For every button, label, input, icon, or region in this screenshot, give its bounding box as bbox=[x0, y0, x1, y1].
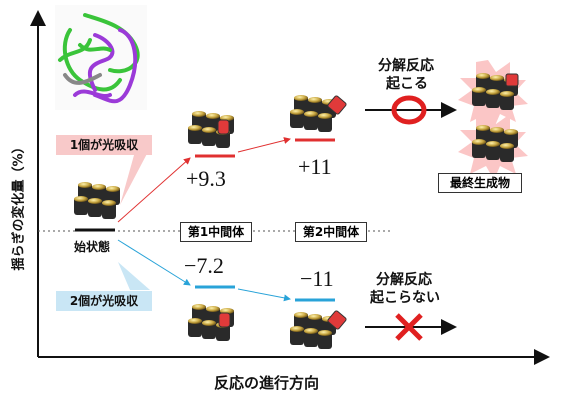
arrow-initial-to-int1-upper bbox=[117, 157, 191, 223]
protein-structure-image bbox=[55, 5, 147, 110]
label-initial-state: 始状態 bbox=[74, 240, 111, 254]
label-final-product: 最終生成物 bbox=[438, 173, 522, 193]
arrow-initial-to-int1-lower bbox=[117, 239, 191, 286]
lower-outcome-line2: 起こらない bbox=[370, 290, 440, 306]
callout-wedge-1photon bbox=[120, 148, 150, 205]
y-axis-label: 揺らぎの変化量（%） bbox=[11, 140, 27, 271]
cluster-int2-lower bbox=[290, 312, 336, 349]
label-intermediate2: 第2中間体 bbox=[295, 222, 367, 242]
upper-outcome-line2: 起こる bbox=[386, 76, 428, 92]
value-int1-upper: +9.3 bbox=[186, 166, 226, 191]
value-int2-upper: +11 bbox=[298, 154, 332, 179]
x-axis-label: 反応の進行方向 bbox=[214, 374, 320, 392]
arrow-int1-to-int2-upper bbox=[237, 137, 291, 153]
label-1photon: 1個が光吸収 bbox=[56, 135, 152, 155]
flipped-unit-int2-upper bbox=[327, 95, 347, 115]
label-intermediate1: 第1中間体 bbox=[180, 222, 252, 242]
cross-icon bbox=[395, 313, 423, 341]
cluster-int2-upper bbox=[290, 95, 336, 132]
value-int2-lower: −11 bbox=[300, 266, 334, 291]
flipped-unit-int1-lower bbox=[218, 312, 231, 328]
upper-outcome-line1: 分解反応 bbox=[378, 58, 434, 74]
cluster-final-lower bbox=[472, 125, 518, 162]
flipped-unit-final bbox=[505, 73, 519, 87]
flipped-unit-int1-upper bbox=[217, 119, 230, 135]
circle-icon bbox=[391, 95, 427, 125]
value-int1-lower: −7.2 bbox=[184, 253, 224, 278]
flipped-unit-int2-lower bbox=[327, 310, 347, 330]
label-2photon: 2個が光吸収 bbox=[56, 291, 152, 311]
lower-outcome-line1: 分解反応 bbox=[376, 272, 432, 288]
arrow-int1-to-int2-lower bbox=[237, 288, 291, 302]
cluster-initial bbox=[74, 182, 120, 219]
callout-wedge-2photon bbox=[118, 262, 150, 290]
